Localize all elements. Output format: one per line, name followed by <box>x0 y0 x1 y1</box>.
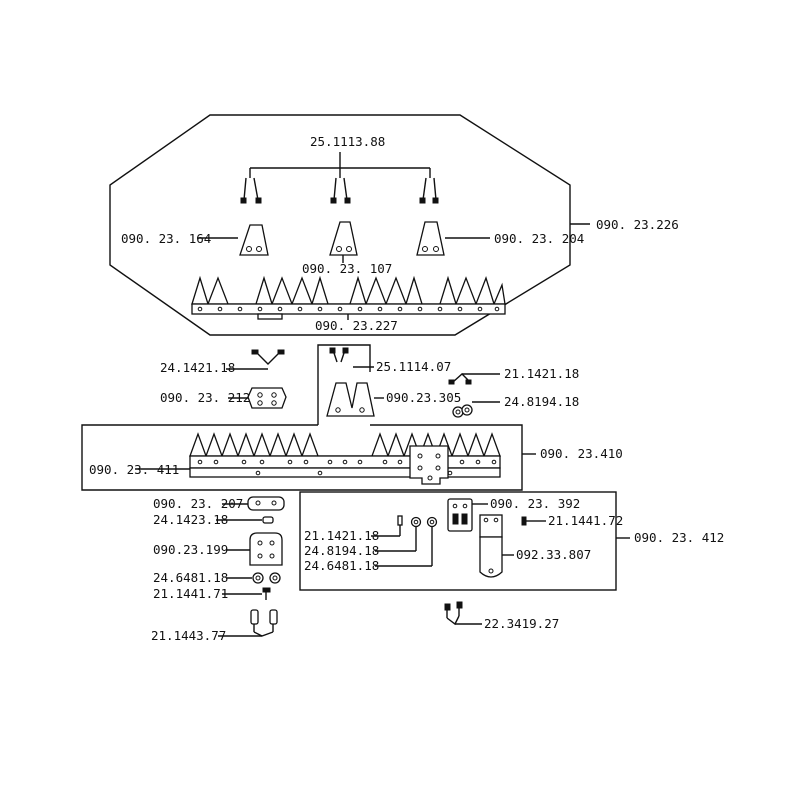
label-assembly-main: 090. 23.226 <box>596 217 679 232</box>
kit-plate <box>447 498 473 532</box>
label-plate-207: 090. 23. 207 <box>153 496 243 511</box>
kit-box <box>299 491 617 591</box>
label-kit-bolt: 21.1441.72 <box>548 513 623 528</box>
plate-207 <box>247 496 285 511</box>
label-section-left: 090. 23. 164 <box>121 231 211 246</box>
label-section-mid: 090. 23. 107 <box>302 261 392 276</box>
rivet-group-right <box>419 168 439 204</box>
label-knife-bar-lower: 090. 23. 411 <box>89 462 179 477</box>
label-section-right: 090. 23. 204 <box>494 231 584 246</box>
label-kit-washer2: 24.6481.18 <box>304 558 379 573</box>
knife-section-mid <box>329 221 358 256</box>
label-kit-rivet: 21.1421.18 <box>304 528 379 543</box>
knife-section-right <box>416 221 445 256</box>
assembly-outline-lower <box>81 424 523 491</box>
label-section-lower: 090.23.305 <box>386 390 461 405</box>
knife-bar-lower <box>189 432 501 485</box>
label-kit-plate: 090. 23. 392 <box>490 496 580 511</box>
label-bolt-1443: 21.1443.77 <box>151 628 226 643</box>
label-rivet-right: 21.1421.18 <box>504 366 579 381</box>
label-kit-assembly: 090. 23. 412 <box>634 530 724 545</box>
bolt-1441 <box>262 587 271 600</box>
knife-head <box>249 532 283 566</box>
knife-section-left <box>239 224 269 256</box>
clip-plate <box>247 387 287 409</box>
washer-pair-right <box>452 404 473 418</box>
label-knife-bar: 090. 23.227 <box>315 318 398 333</box>
kit-bolt <box>521 516 540 526</box>
rivet-group-mid <box>330 168 351 204</box>
rivet-group-left <box>240 168 262 204</box>
label-rivet-small: 24.1421.18 <box>160 360 235 375</box>
kit-rivet-washers <box>397 515 438 528</box>
rivet-pair-right <box>448 373 472 385</box>
label-washer-6481: 24.6481.18 <box>153 570 228 585</box>
nut-1423 <box>262 516 274 524</box>
bolt-pair <box>329 347 349 363</box>
label-kit-head: 092.33.807 <box>516 547 591 562</box>
label-bolts-top: 25.1113.88 <box>310 134 385 149</box>
label-kit-washer: 24.8194.18 <box>304 543 379 558</box>
label-washer-right: 24.8194.18 <box>504 394 579 409</box>
label-knife-head: 090.23.199 <box>153 542 228 557</box>
label-screws-bottom: 22.3419.27 <box>484 616 559 631</box>
rivet-pair-left <box>251 349 285 365</box>
washer-6481 <box>252 572 281 584</box>
label-clip-plate: 090. 23. 212 <box>160 390 250 405</box>
assembly-outline-main <box>109 114 571 336</box>
knife-bar-upper <box>191 275 506 320</box>
knife-section-lower <box>326 382 375 417</box>
bolt-1443 <box>250 609 278 637</box>
label-assembly-lower: 090. 23.410 <box>540 446 623 461</box>
kit-head <box>479 514 503 578</box>
label-bolt-pair: 25.1114.07 <box>376 359 451 374</box>
label-bolt-1441: 21.1441.71 <box>153 586 228 601</box>
label-nut-1423: 24.1423.18 <box>153 512 228 527</box>
screws-bottom <box>444 601 463 626</box>
